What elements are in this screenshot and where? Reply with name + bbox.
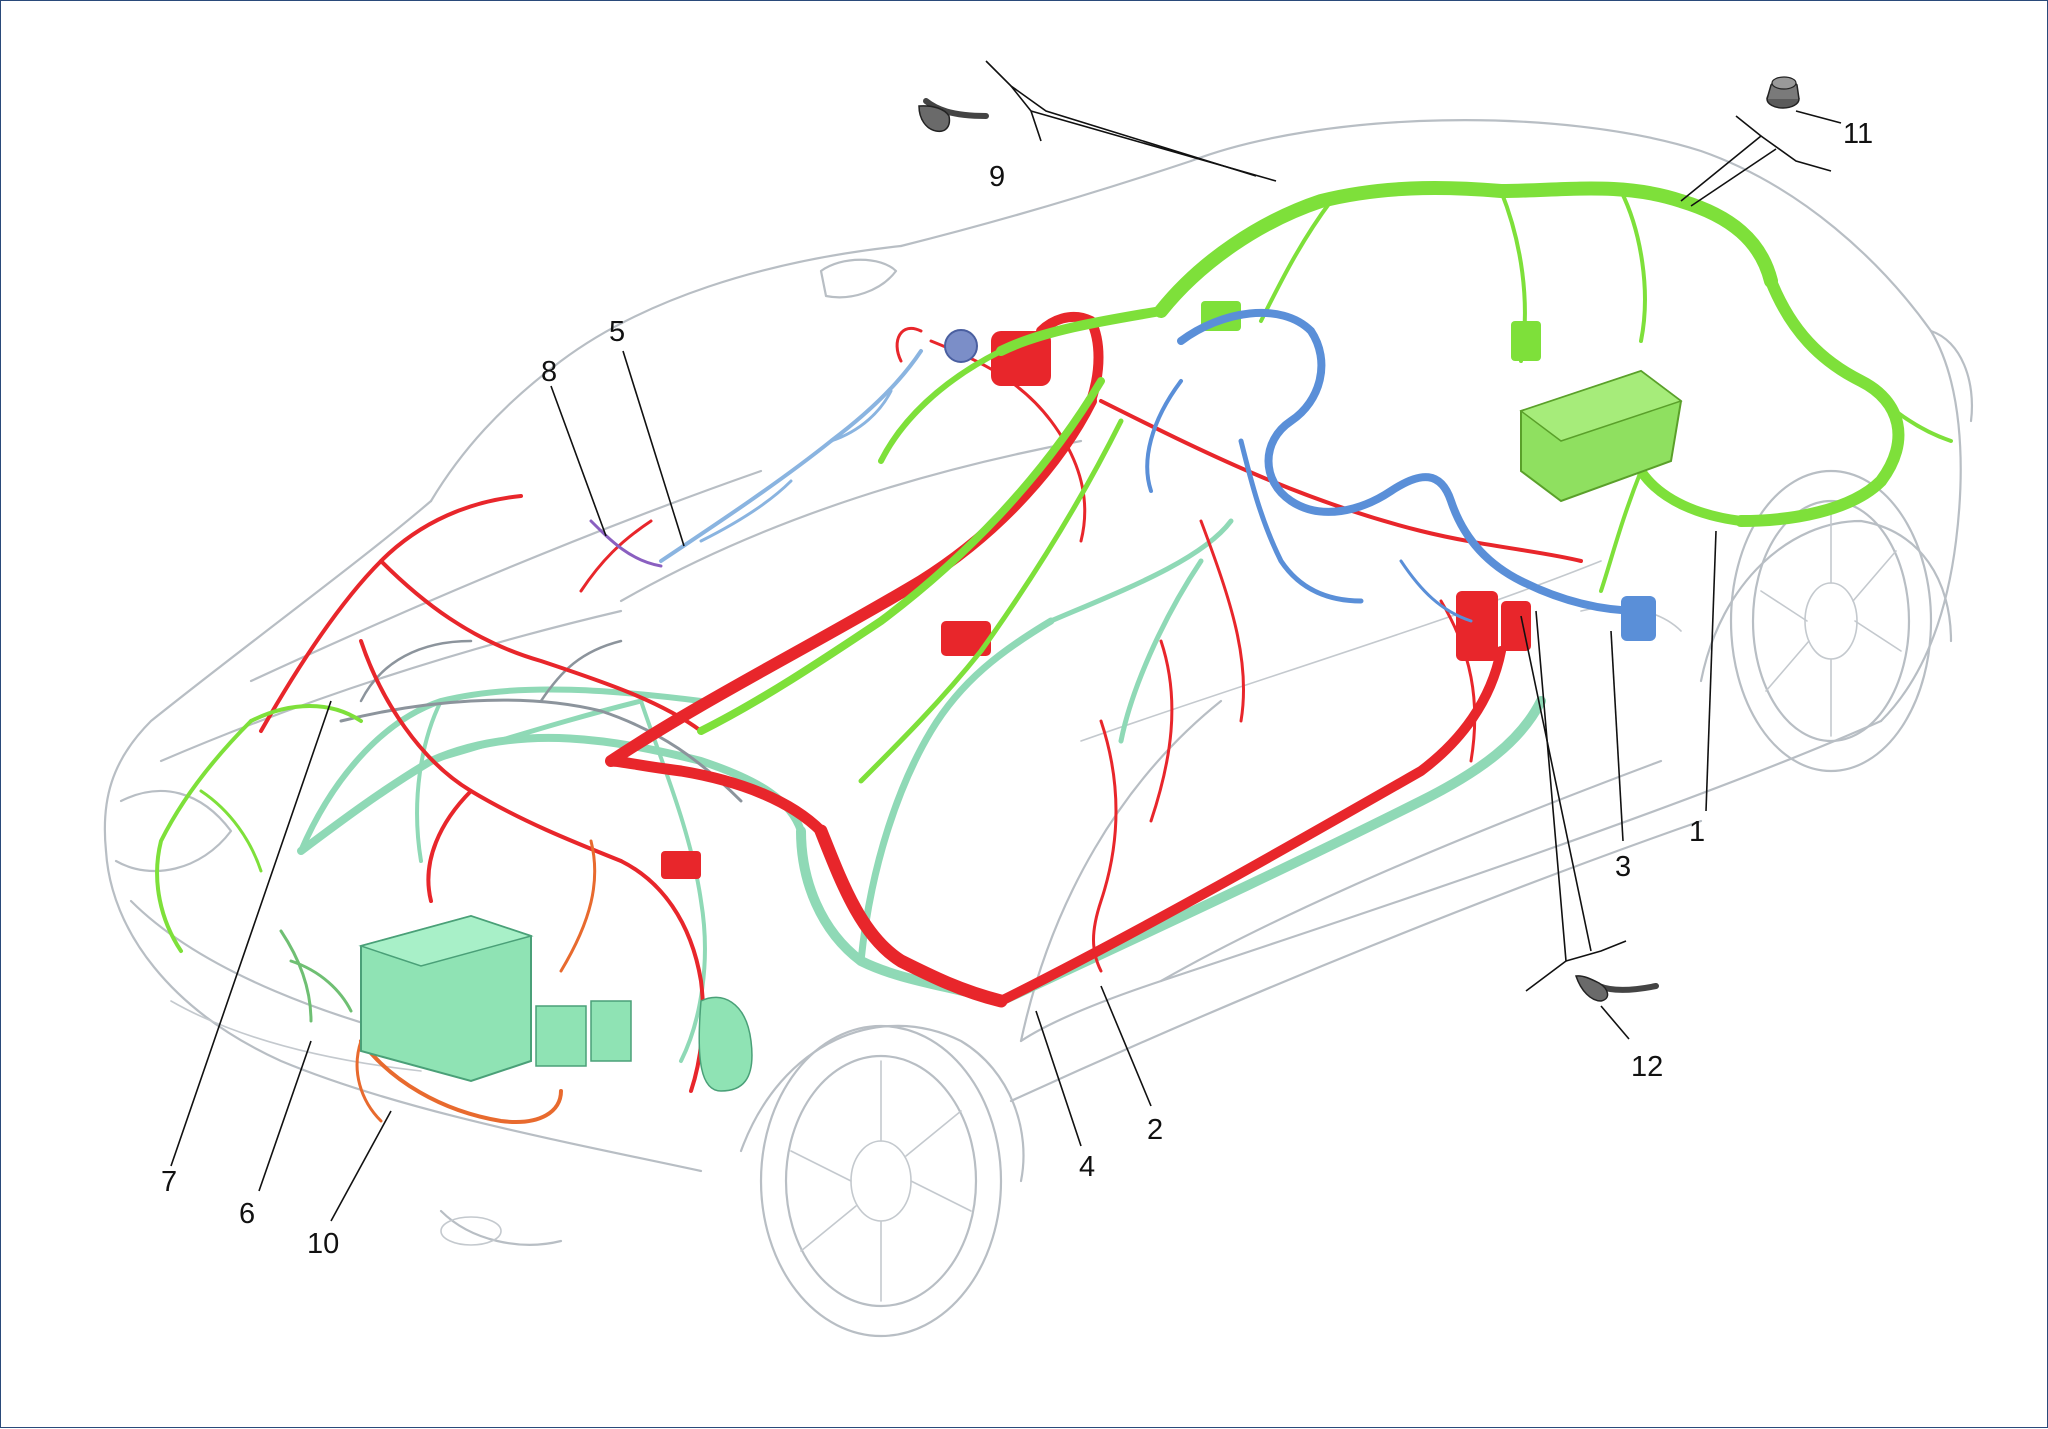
callout-9: 9 [989,161,1005,193]
harness-2-mint [297,518,1546,1063]
harness-3-blue [1145,308,1656,641]
battery [358,914,753,1092]
part-11-grommet-icon [1766,76,1800,109]
harness-8-purple [589,519,663,568]
leader-lines [170,60,1842,1222]
callout-4: 4 [1079,1151,1095,1183]
callout-1: 1 [1689,816,1705,848]
harness-10-orange [355,839,597,1124]
callout-8: 8 [541,356,557,388]
harness-6-green [279,929,353,1023]
callout-6: 6 [239,1198,255,1230]
harness-7-grey [339,639,743,803]
part-9-clip-icon [918,98,989,133]
callout-10: 10 [307,1228,339,1260]
callout-labels: 1 2 3 4 5 6 7 8 9 10 11 12 [161,118,1873,1260]
callout-3: 3 [1615,851,1631,883]
harness-5-lightblue [659,329,978,563]
callout-12: 12 [1631,1051,1663,1083]
callout-2: 2 [1147,1114,1163,1146]
callout-11: 11 [1843,118,1873,150]
harness-1-green [155,181,1953,953]
callout-5: 5 [609,316,625,348]
callout-7: 7 [161,1166,177,1198]
part-12-clip-icon [1575,975,1659,1002]
harness-4-red [259,311,1583,1093]
car-body-outline [103,119,1973,1338]
